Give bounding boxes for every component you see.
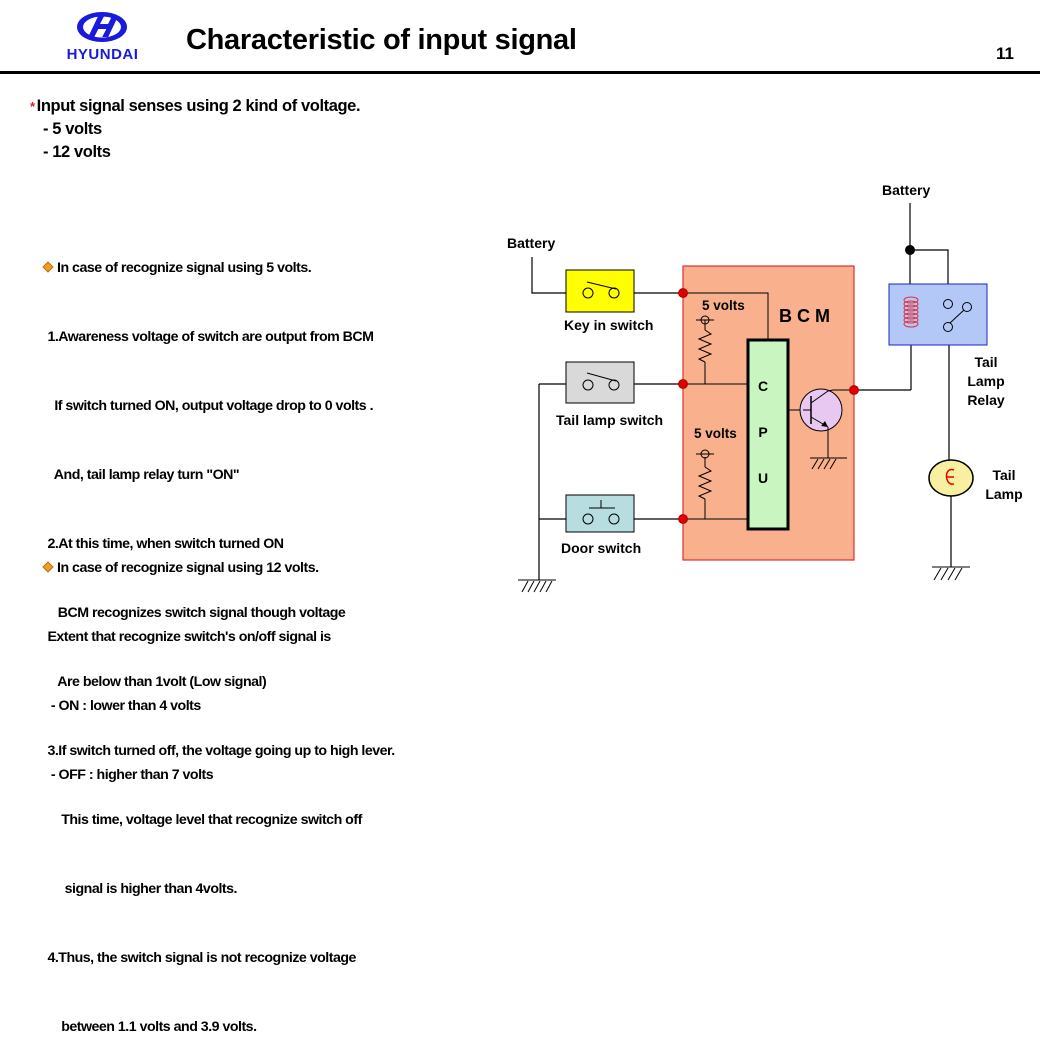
intro-item: - 5 volts <box>43 120 102 138</box>
section-12v-line: - ON : lower than 4 volts <box>44 698 201 714</box>
section-5v-line: This time, voltage level that recognize … <box>44 812 362 828</box>
intro-heading: Input signal senses using 2 kind of volt… <box>36 97 361 115</box>
intro-block: *Input signal senses using 2 kind of vol… <box>30 95 361 164</box>
cpu-label-u: U <box>758 470 768 486</box>
relay-switch-icon <box>943 299 972 332</box>
ground-symbol-lamp-icon <box>932 566 970 581</box>
section-5v-line: 2.At this time, when switch turned ON <box>44 536 284 552</box>
door-switch-label: Door switch <box>561 540 641 556</box>
section-12v-heading: In case of recognize signal using 12 vol… <box>57 560 319 576</box>
header-divider <box>0 71 1040 74</box>
section-5v-heading: In case of recognize signal using 5 volt… <box>57 260 312 276</box>
cpu-label-p: P <box>758 424 767 440</box>
circuit-diagram: Battery Battery Key in switch Tail lamp … <box>507 182 1023 593</box>
hyundai-logo: HYUNDAI <box>55 10 150 65</box>
section-5v-line: Are below than 1volt (Low signal) <box>44 674 267 690</box>
relay-coil-icon <box>903 296 919 328</box>
supply-5v-top-icon <box>696 315 714 325</box>
section-5v-line: 4.Thus, the switch signal is not recogni… <box>44 950 356 966</box>
lamp-label-line: Lamp <box>985 486 1022 502</box>
volts-label-bottom: 5 volts <box>694 426 737 441</box>
section-5v-line: If switch turned ON, output voltage drop… <box>44 398 374 414</box>
tail-lamp-switch <box>565 361 635 404</box>
battery-label-right: Battery <box>882 182 930 198</box>
cpu-label-c: C <box>758 378 768 394</box>
section-5v-line: between 1.1 volts and 3.9 volts. <box>44 1019 257 1035</box>
page-number: 11 <box>996 44 1014 63</box>
volts-label-top: 5 volts <box>702 298 745 313</box>
section-5v-line: And, tail lamp relay turn "ON" <box>44 467 240 483</box>
key-switch-label: Key in switch <box>564 317 653 333</box>
tail-lamp-switch-label: Tail lamp switch <box>556 412 663 428</box>
junction-dot <box>678 288 688 298</box>
section-12v-line: Extent that recognize switch's on/off si… <box>44 629 331 645</box>
cpu-block <box>746 338 790 531</box>
battery-label-left: Battery <box>507 235 555 251</box>
relay-label-line: Lamp <box>967 373 1004 389</box>
supply-5v-bottom-icon <box>696 449 714 459</box>
relay-label-line: Relay <box>967 392 1005 408</box>
tail-lamp-relay <box>888 283 988 346</box>
lamp-label-line: Tail <box>992 467 1015 483</box>
ground-symbol-left-icon <box>518 579 556 593</box>
section-5v-line: signal is higher than 4volts. <box>44 881 238 897</box>
door-switch <box>565 494 635 533</box>
junction-dot <box>678 379 688 389</box>
transistor-icon <box>799 388 854 458</box>
section-5v-line: 1.Awareness voltage of switch are output… <box>44 329 374 345</box>
hyundai-emblem-icon <box>77 12 127 42</box>
section-5v-line: BCM recognizes switch signal though volt… <box>44 605 346 621</box>
logo-text: HYUNDAI <box>66 46 139 63</box>
junction-dot <box>849 385 859 395</box>
junction-dot <box>678 514 688 524</box>
page-title: Characteristic of input signal <box>186 24 577 56</box>
intro-item: - 12 volts <box>43 143 111 161</box>
bcm-label: B C M <box>779 306 830 326</box>
relay-label-line: Tail <box>974 354 997 370</box>
section-12v-line: - OFF : higher than 7 volts <box>44 767 214 783</box>
ground-symbol-transistor-icon <box>810 457 847 470</box>
key-in-switch <box>565 269 635 313</box>
tail-lamp-bulb-icon <box>928 459 974 497</box>
battery-junction-dot <box>905 245 915 255</box>
asterisk-icon: * <box>30 99 35 114</box>
